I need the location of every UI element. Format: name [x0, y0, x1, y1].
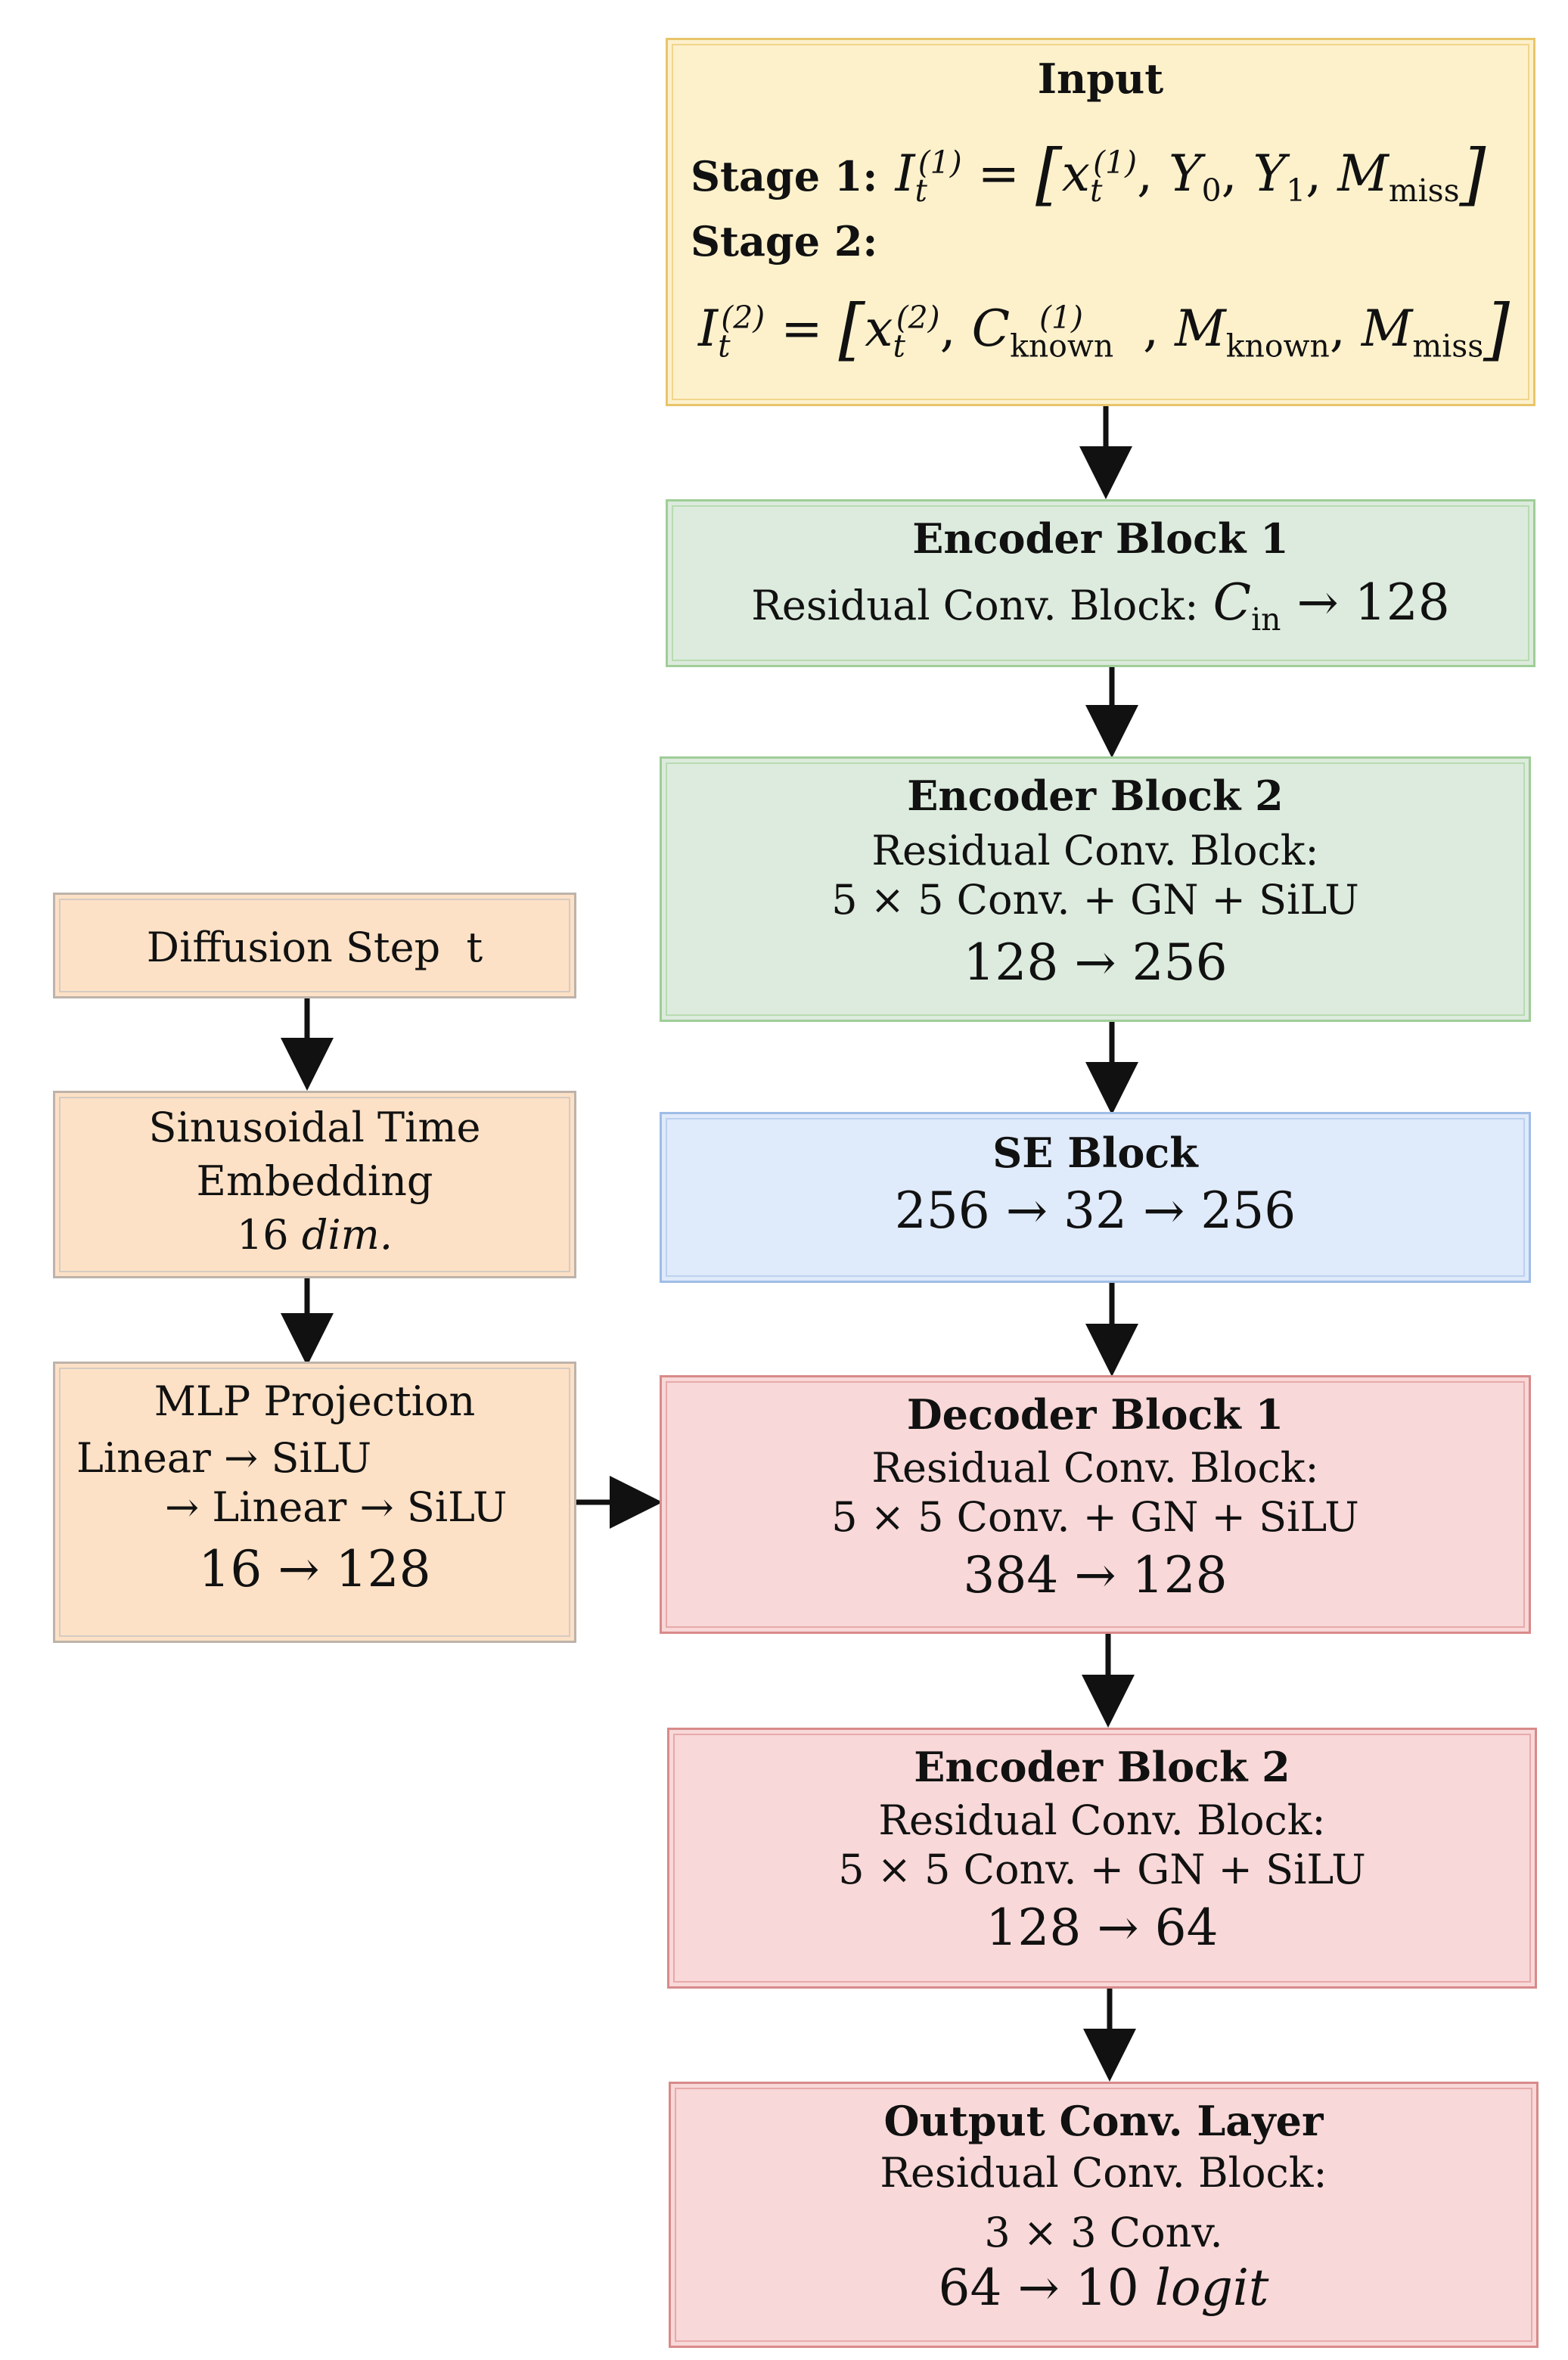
mlp-math: 16 → 128 — [198, 1540, 431, 1599]
output-conv-layer: Output Conv. Layer Residual Conv. Block:… — [669, 2082, 1539, 2348]
encoder-block-2-title: Encoder Block 2 — [907, 772, 1284, 820]
encoder-block-2b-title: Encoder Block 2 — [914, 1743, 1290, 1791]
diffusion-step-label: Diffusion Step t — [146, 924, 483, 971]
mlp-line2: → Linear → SiLU — [165, 1483, 508, 1531]
encoder-block-2: Encoder Block 2 Residual Conv. Block: 5 … — [660, 756, 1531, 1022]
encoder-block-2b: Encoder Block 2 Residual Conv. Block: 5 … — [667, 1728, 1537, 1989]
output-conv-layer-math: 64 → 10 logit — [938, 2258, 1269, 2317]
output-conv-layer-title: Output Conv. Layer — [883, 2097, 1324, 2145]
encoder-block-2b-line1: Residual Conv. Block: — [878, 1796, 1326, 1845]
stage2-label: Stage 2: — [691, 217, 878, 266]
encoder-block-1: Encoder Block 1 Residual Conv. Block: Ci… — [666, 499, 1535, 667]
stage2-equation: It(2) = [xt(2), Cknown(1), Mknown, Mmiss… — [698, 290, 1511, 369]
stage1-label: Stage 1: — [691, 152, 878, 201]
se-block-math: 256 → 32 → 256 — [894, 1182, 1296, 1241]
decoder-block-1: Decoder Block 1 Residual Conv. Block: 5 … — [660, 1375, 1531, 1634]
output-conv-layer-line2: 3 × 3 Conv. — [984, 2208, 1223, 2256]
stage1-row: Stage 1: It(1) = [xt(1), Y0, Y1, Mmiss] — [691, 135, 1486, 216]
output-conv-layer-line1: Residual Conv. Block: — [880, 2149, 1327, 2197]
sinusoidal-line1: Sinusoidal Time — [148, 1104, 481, 1151]
diffusion-step-box: Diffusion Step t — [53, 893, 576, 998]
mlp-title: MLP Projection — [154, 1377, 476, 1425]
encoder-block-2-line1: Residual Conv. Block: — [871, 827, 1319, 875]
encoder-block-2-math: 128 → 256 — [963, 933, 1228, 992]
decoder-block-1-line1: Residual Conv. Block: — [871, 1444, 1319, 1492]
encoder-block-2b-math: 128 → 64 — [986, 1898, 1219, 1957]
sinusoidal-line2: Embedding — [196, 1157, 433, 1205]
mlp-line1: Linear → SiLU — [76, 1433, 372, 1482]
decoder-block-1-line2: 5 × 5 Conv. + GN + SiLU — [831, 1492, 1359, 1541]
stage1-equation: It(1) = [xt(1), Y0, Y1, Mmiss] — [895, 135, 1486, 214]
encoder-block-1-line: Residual Conv. Block: Cin → 128 — [751, 573, 1450, 638]
encoder-block-2-line2: 5 × 5 Conv. + GN + SiLU — [831, 875, 1359, 924]
sinusoidal-line3: 16 dim. — [236, 1210, 393, 1259]
mlp-projection-box: MLP Projection Linear → SiLU → Linear → … — [53, 1362, 576, 1643]
se-block-title: SE Block — [992, 1129, 1198, 1177]
input-box: Input Stage 1: It(1) = [xt(1), Y0, Y1, M… — [666, 38, 1535, 406]
encoder-block-1-title: Encoder Block 1 — [912, 514, 1289, 563]
input-title: Input — [1037, 54, 1164, 103]
decoder-block-1-title: Decoder Block 1 — [906, 1390, 1284, 1439]
decoder-block-1-math: 384 → 128 — [963, 1545, 1228, 1604]
encoder-block-2b-line2: 5 × 5 Conv. + GN + SiLU — [838, 1845, 1366, 1893]
sinusoidal-embedding-box: Sinusoidal Time Embedding 16 dim. — [53, 1091, 576, 1278]
se-block: SE Block 256 → 32 → 256 — [660, 1112, 1531, 1283]
